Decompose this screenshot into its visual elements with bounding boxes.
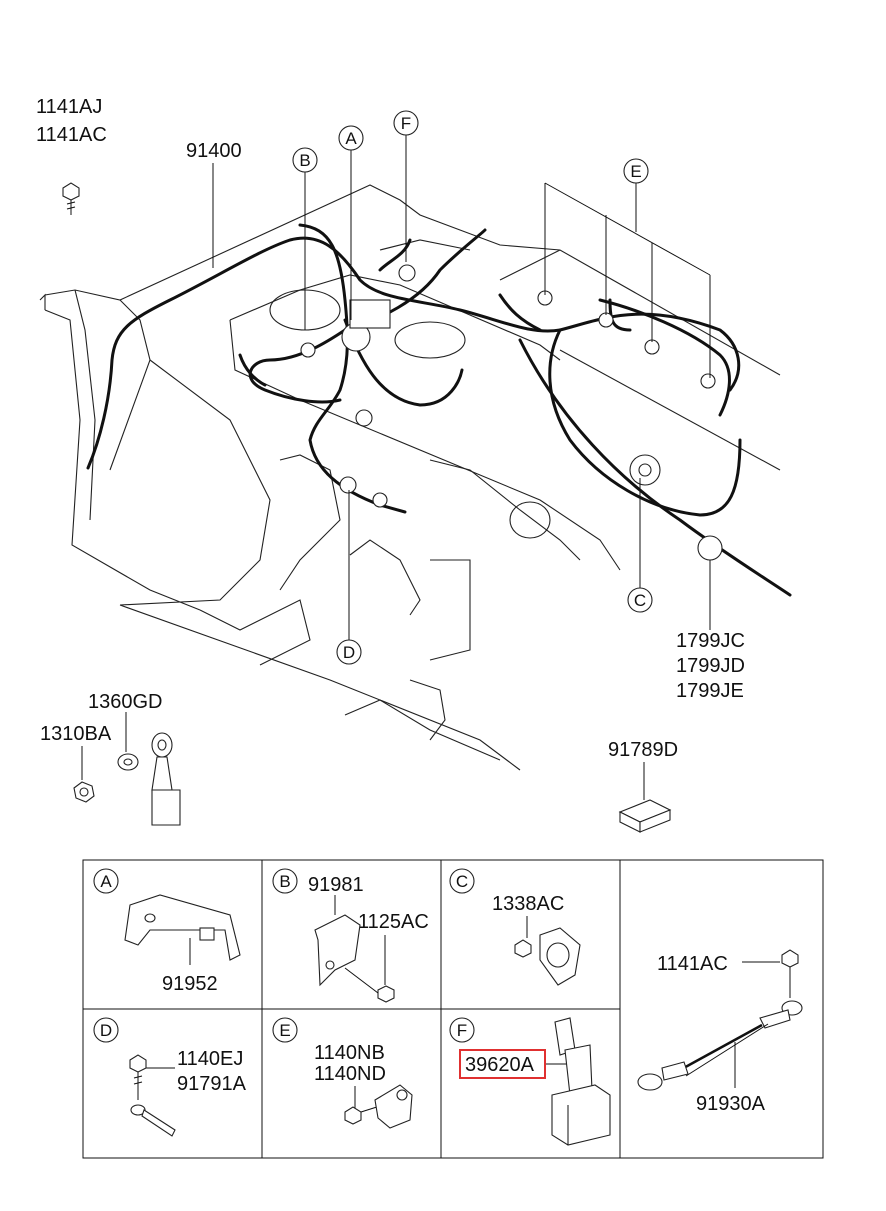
label-1799jd: 1799JD — [676, 655, 745, 677]
callout-e: E — [544, 158, 711, 378]
label-91791a: 91791A — [177, 1073, 247, 1095]
detail-cell-c: C 1338AC — [449, 868, 581, 986]
label-1140nd: 1140ND — [314, 1063, 386, 1085]
svg-text:C: C — [634, 591, 646, 610]
washer-1360gd-icon — [117, 753, 139, 771]
nut-1310ba-icon — [73, 781, 95, 803]
svg-text:E: E — [279, 1021, 290, 1040]
svg-text:F: F — [457, 1021, 467, 1040]
svg-text:A: A — [345, 129, 357, 148]
tape-91789d-icon — [618, 799, 672, 833]
svg-text:F: F — [401, 114, 411, 133]
label-1338ac: 1338AC — [492, 893, 564, 915]
label-91400: 91400 — [186, 140, 242, 162]
label-1125ac: 1125AC — [358, 911, 429, 933]
callout-c: C — [627, 478, 653, 613]
wiring-harness — [86, 223, 792, 597]
harness-clips — [300, 264, 723, 561]
label-91981: 91981 — [308, 874, 364, 896]
label-1310ba: 1310BA — [40, 723, 112, 745]
label-1141ac: 1141AC — [36, 124, 107, 146]
label-1141aj: 1141AJ — [36, 96, 102, 118]
detail-cell-e: E 1140NB 1140ND — [272, 1017, 413, 1129]
label-1140ej: 1140EJ — [177, 1048, 243, 1070]
detail-cell-f: F 39620A — [449, 1017, 611, 1146]
label-39620a: 39620A — [465, 1054, 535, 1076]
label-91789d: 91789D — [608, 739, 678, 761]
ground-cable-terminal-icon — [151, 732, 181, 826]
highlight-box-39620a — [459, 1049, 546, 1079]
callout-a: A — [338, 125, 364, 320]
callout-b: B — [292, 147, 318, 330]
svg-text:C: C — [456, 872, 468, 891]
label-1360gd: 1360GD — [88, 691, 163, 713]
svg-text:A: A — [100, 872, 112, 891]
svg-text:E: E — [630, 162, 641, 181]
detail-cell-b: B 91981 1125AC — [272, 868, 429, 1003]
label-1799je: 1799JE — [676, 680, 744, 702]
detail-cell-a: A 91952 — [93, 868, 241, 995]
label-1799jc: 1799JC — [676, 630, 745, 652]
svg-text:D: D — [100, 1021, 112, 1040]
callout-d: D — [336, 490, 362, 665]
bolt-1141aj-icon — [62, 182, 80, 215]
label-91930a: 91930A — [696, 1093, 766, 1115]
svg-text:B: B — [299, 151, 310, 170]
svg-text:D: D — [343, 643, 355, 662]
detail-cell-ground-cable: 1141AC 91930A — [637, 949, 803, 1115]
svg-text:B: B — [279, 872, 290, 891]
label-91952: 91952 — [162, 973, 218, 995]
label-1140nb: 1140NB — [314, 1042, 385, 1064]
label-1141ac-detail: 1141AC — [657, 953, 728, 975]
vehicle-body-outline — [39, 184, 781, 771]
detail-grid — [82, 859, 824, 1159]
callout-f: F — [393, 110, 419, 262]
detail-cell-d: D 1140EJ 91791A — [93, 1017, 247, 1137]
